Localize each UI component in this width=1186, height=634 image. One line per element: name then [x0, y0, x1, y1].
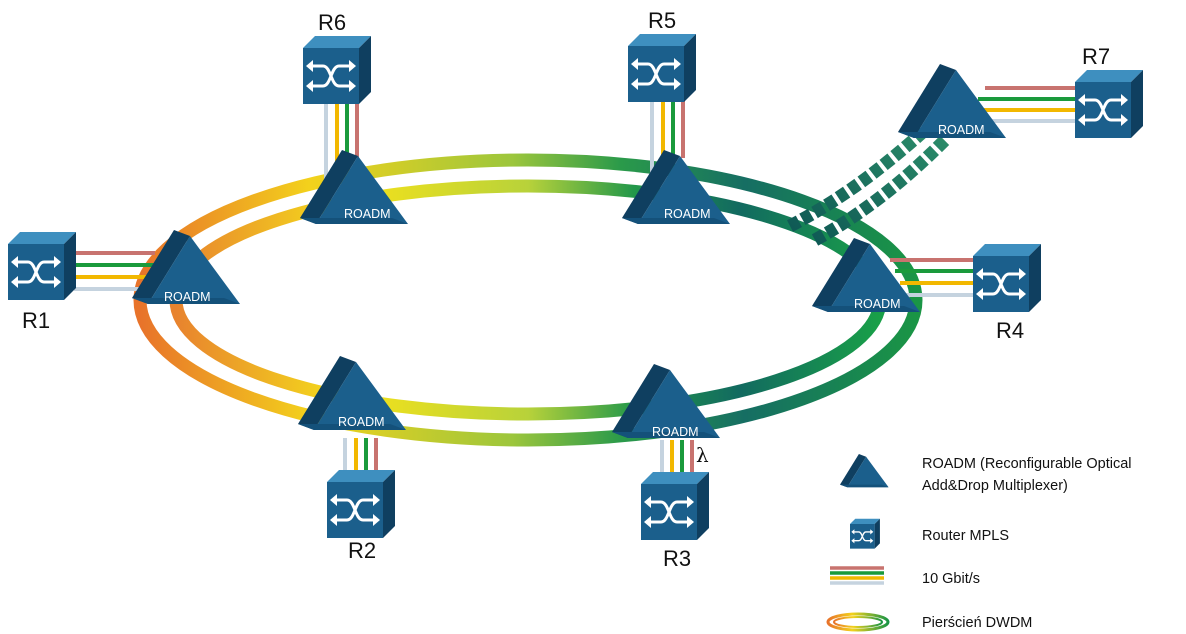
router-label-r7: R7	[1082, 44, 1110, 69]
router-r4[interactable]	[971, 242, 1043, 314]
legend-roadm-line2: Add&Drop Multiplexer)	[922, 478, 1068, 494]
router-label-r5: R5	[648, 8, 676, 33]
legend-router-icon	[849, 518, 881, 550]
legend-ring-icon	[826, 612, 890, 632]
router-r7[interactable]	[1073, 68, 1145, 140]
roadm-node-r6[interactable]: ROADM	[300, 150, 408, 224]
router-label-r4: R4	[996, 318, 1024, 343]
wavelength-bundle-r2	[343, 438, 378, 474]
roadm-node-r3[interactable]: ROADM	[612, 364, 720, 439]
roadm-label: ROADM	[664, 207, 711, 221]
router-r5[interactable]	[626, 32, 698, 104]
roadm-label: ROADM	[164, 290, 211, 304]
wavelength-bundle-r7	[966, 86, 1075, 123]
lambda-label: λ	[696, 443, 709, 467]
roadm-node-r7[interactable]: ROADM	[898, 64, 1006, 138]
wavelength-bundle-r1	[74, 251, 158, 291]
roadm-node-r2[interactable]: ROADM	[298, 356, 406, 430]
router-r3[interactable]	[639, 470, 711, 542]
spur-fiber-r7	[787, 125, 950, 246]
legend-router-label: Router MPLS	[922, 528, 1009, 544]
router-r1[interactable]	[6, 230, 78, 302]
router-r2[interactable]	[325, 468, 397, 540]
router-label-r3: R3	[663, 546, 691, 571]
roadm-label: ROADM	[938, 123, 985, 137]
router-r6[interactable]	[301, 34, 373, 106]
roadm-label: ROADM	[652, 425, 699, 439]
roadm-label: ROADM	[344, 207, 391, 221]
router-label-r1: R1	[22, 308, 50, 333]
legend: ROADM (Reconfigurable Optical Add&Drop M…	[826, 454, 1132, 632]
legend-roadm-icon	[840, 454, 889, 488]
legend-link-label: 10 Gbit/s	[922, 571, 980, 587]
legend-ring-label: Pierścień DWDM	[922, 615, 1032, 631]
wavelength-bundle-r3	[660, 440, 694, 474]
roadm-label: ROADM	[854, 297, 901, 311]
roadm-node-r5[interactable]: ROADM	[622, 150, 730, 224]
legend-roadm-line1: ROADM (Reconfigurable Optical	[922, 456, 1132, 472]
dwdm-ring	[133, 153, 923, 447]
roadm-label: ROADM	[338, 415, 385, 429]
router-label-r6: R6	[318, 10, 346, 35]
roadm-node-r4[interactable]: ROADM	[812, 238, 920, 312]
roadm-node-r1[interactable]: ROADM	[132, 230, 240, 304]
legend-link-icon	[830, 566, 884, 585]
router-label-r2: R2	[348, 538, 376, 563]
wavelength-bundle-r4	[890, 258, 975, 297]
